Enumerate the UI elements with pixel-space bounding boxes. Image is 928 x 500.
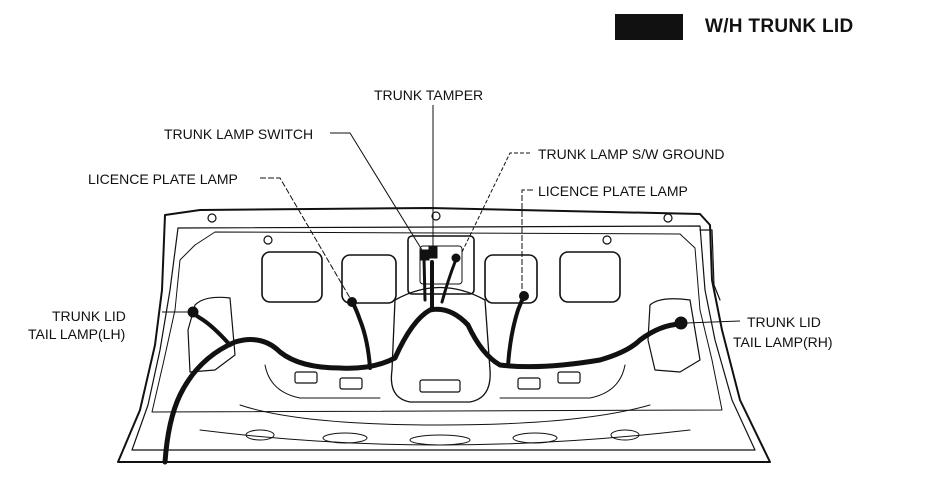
slot-2 xyxy=(322,432,368,444)
label-tail-lamp-rh-line1: TRUNK LID xyxy=(747,314,821,330)
clip-1 xyxy=(207,213,217,223)
lower-panel-curve xyxy=(264,364,381,399)
lh-tail-lamp-branch xyxy=(191,310,232,347)
leader-left-licence-lamp xyxy=(260,177,351,299)
window-opening-3 xyxy=(484,254,538,304)
right-side-recess xyxy=(647,298,701,373)
connector-trunk-tamper xyxy=(428,245,438,259)
left-licence-branch xyxy=(350,300,372,370)
left-side-recess xyxy=(187,296,236,373)
leader-rh-tail-lamp xyxy=(685,320,741,324)
lower-rib-2 xyxy=(199,429,691,446)
title-black-block xyxy=(615,14,683,40)
label-tail-lamp-lh-line2: TAIL LAMP(LH) xyxy=(28,326,126,342)
ground-branch xyxy=(440,260,457,304)
page-title: W/H TRUNK LID xyxy=(705,16,854,37)
trunk-lid-inner-edge-2 xyxy=(151,231,723,413)
lower-rib xyxy=(239,404,651,426)
latch-housing-inner xyxy=(419,245,463,285)
connector-left-licence-lamp xyxy=(347,297,357,307)
hole-1 xyxy=(294,371,318,384)
label-licence-plate-lamp-left: LICENCE PLATE LAMP xyxy=(88,171,238,187)
slot-3 xyxy=(409,434,471,446)
connector-lh-tail-lamp xyxy=(187,306,199,318)
hole-5 xyxy=(557,371,581,384)
window-opening-4 xyxy=(559,251,621,303)
switch-branch xyxy=(422,256,427,302)
slot-1 xyxy=(245,429,275,441)
center-channel xyxy=(390,286,491,403)
label-tail-lamp-lh-line1: TRUNK LID xyxy=(52,308,126,324)
label-trunk-lamp-switch: TRUNK LAMP SWITCH xyxy=(164,126,314,142)
hole-2 xyxy=(339,377,363,390)
clip-2 xyxy=(263,235,273,245)
right-hinge xyxy=(699,229,721,301)
lower-panel-curve-2 xyxy=(499,364,626,399)
connector-right-licence-lamp xyxy=(519,291,529,301)
main-harness xyxy=(162,306,683,465)
slot-4 xyxy=(512,432,558,444)
leader-sw-ground xyxy=(461,152,530,253)
label-tail-lamp-rh-line2: TAIL LAMP(RH) xyxy=(733,334,833,350)
connector-sw-ground xyxy=(451,253,461,263)
label-trunk-lamp-sw-ground: TRUNK LAMP S/W GROUND xyxy=(538,146,725,162)
latch-housing xyxy=(407,235,475,295)
window-opening-1 xyxy=(261,251,323,303)
clip-4 xyxy=(602,235,612,245)
clip-3 xyxy=(431,211,441,221)
connector-rh-tail-lamp xyxy=(674,316,688,330)
hole-3 xyxy=(419,379,461,393)
leader-right-licence-lamp xyxy=(521,189,533,292)
trunk-lid-inner-edge xyxy=(131,225,756,451)
hole-4 xyxy=(517,377,541,390)
window-opening-2 xyxy=(341,254,397,304)
clip-5 xyxy=(663,213,673,223)
right-licence-branch xyxy=(506,294,526,368)
trunk-lid-outline xyxy=(117,207,771,463)
label-licence-plate-lamp-right: LICENCE PLATE LAMP xyxy=(538,183,688,199)
slot-5 xyxy=(610,429,640,441)
leader-trunk-lamp-switch xyxy=(330,132,423,251)
connector-trunk-lamp-switch xyxy=(419,249,430,261)
label-trunk-tamper: TRUNK TAMPER xyxy=(374,87,484,103)
